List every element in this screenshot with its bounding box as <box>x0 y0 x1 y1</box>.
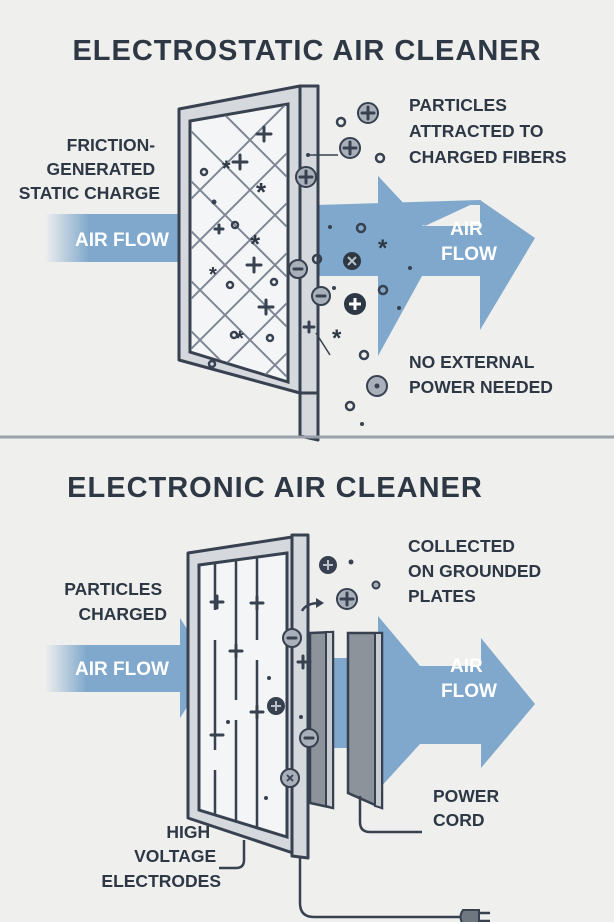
svg-text:*: * <box>250 229 261 259</box>
electrostatic-outflow-label: AIR FLOW <box>441 219 497 265</box>
electronic-particles <box>267 556 381 788</box>
electronic-left-label: PARTICLES CHARGED <box>64 579 167 624</box>
electronic-inflow-arrow <box>45 618 212 718</box>
electrodes <box>213 557 259 828</box>
electronic-outflow-label: AIR FLOW <box>441 656 497 702</box>
electrostatic-left-label: FRICTION- GENERATED STATIC CHARGE <box>19 135 160 203</box>
electronic-right-top-label: COLLECTED ON GROUNDED PLATES <box>408 536 546 606</box>
power-cord-label: POWER CORD <box>433 786 504 830</box>
grounded-plates <box>308 630 384 810</box>
electrode-label-leader <box>219 840 246 870</box>
charge-symbols: * * * * * <box>199 125 279 369</box>
svg-text:*: * <box>222 156 231 181</box>
electronic-filter <box>186 533 310 860</box>
electrostatic-right-bottom-label: NO EXTERNAL POWER NEEDED <box>409 352 553 397</box>
svg-text:*: * <box>256 177 267 207</box>
svg-text:*: * <box>236 328 244 350</box>
electrostatic-title: ELECTROSTATIC AIR CLEANER <box>72 35 541 67</box>
electrostatic-inflow-arrow <box>45 183 222 292</box>
electrostatic-inflow-label: AIR FLOW <box>75 230 169 251</box>
electrode-label: HIGH VOLTAGE ELECTRODES <box>101 822 221 891</box>
filter-side-edge <box>298 84 320 395</box>
electronic-title: ELECTRONIC AIR CLEANER <box>67 472 483 504</box>
particles: ** <box>288 102 412 426</box>
electrostatic-right-top-label: PARTICLES ATTRACTED TO CHARGED FIBERS <box>409 95 567 167</box>
svg-text:*: * <box>378 235 388 262</box>
svg-text:*: * <box>209 264 217 286</box>
electrostatic-outflow-body <box>318 176 535 356</box>
power-cord <box>298 858 464 919</box>
electronic-inflow-label: AIR FLOW <box>75 659 169 680</box>
svg-text:*: * <box>332 325 342 352</box>
plug-icon <box>459 909 490 922</box>
power-label-leader <box>358 796 422 834</box>
